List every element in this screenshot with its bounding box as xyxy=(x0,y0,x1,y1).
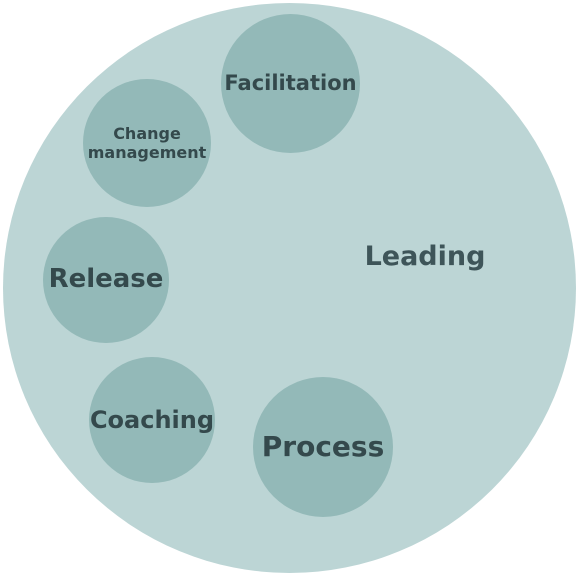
change-management-label-line1: Change xyxy=(113,123,181,143)
coaching-label: Coaching xyxy=(89,405,215,434)
process-label: Process xyxy=(261,430,385,464)
release-label: Release xyxy=(48,264,164,295)
change-management-label-line2: management xyxy=(87,143,207,162)
process-bubble: Process xyxy=(253,377,393,517)
facilitation-bubble: Facilitation xyxy=(221,14,360,153)
change-management-bubble: Change management xyxy=(83,79,211,207)
facilitation-label: Facilitation xyxy=(224,70,357,95)
coaching-bubble: Coaching xyxy=(89,357,215,483)
release-bubble: Release xyxy=(43,217,169,343)
leading-label: Leading xyxy=(364,240,486,272)
